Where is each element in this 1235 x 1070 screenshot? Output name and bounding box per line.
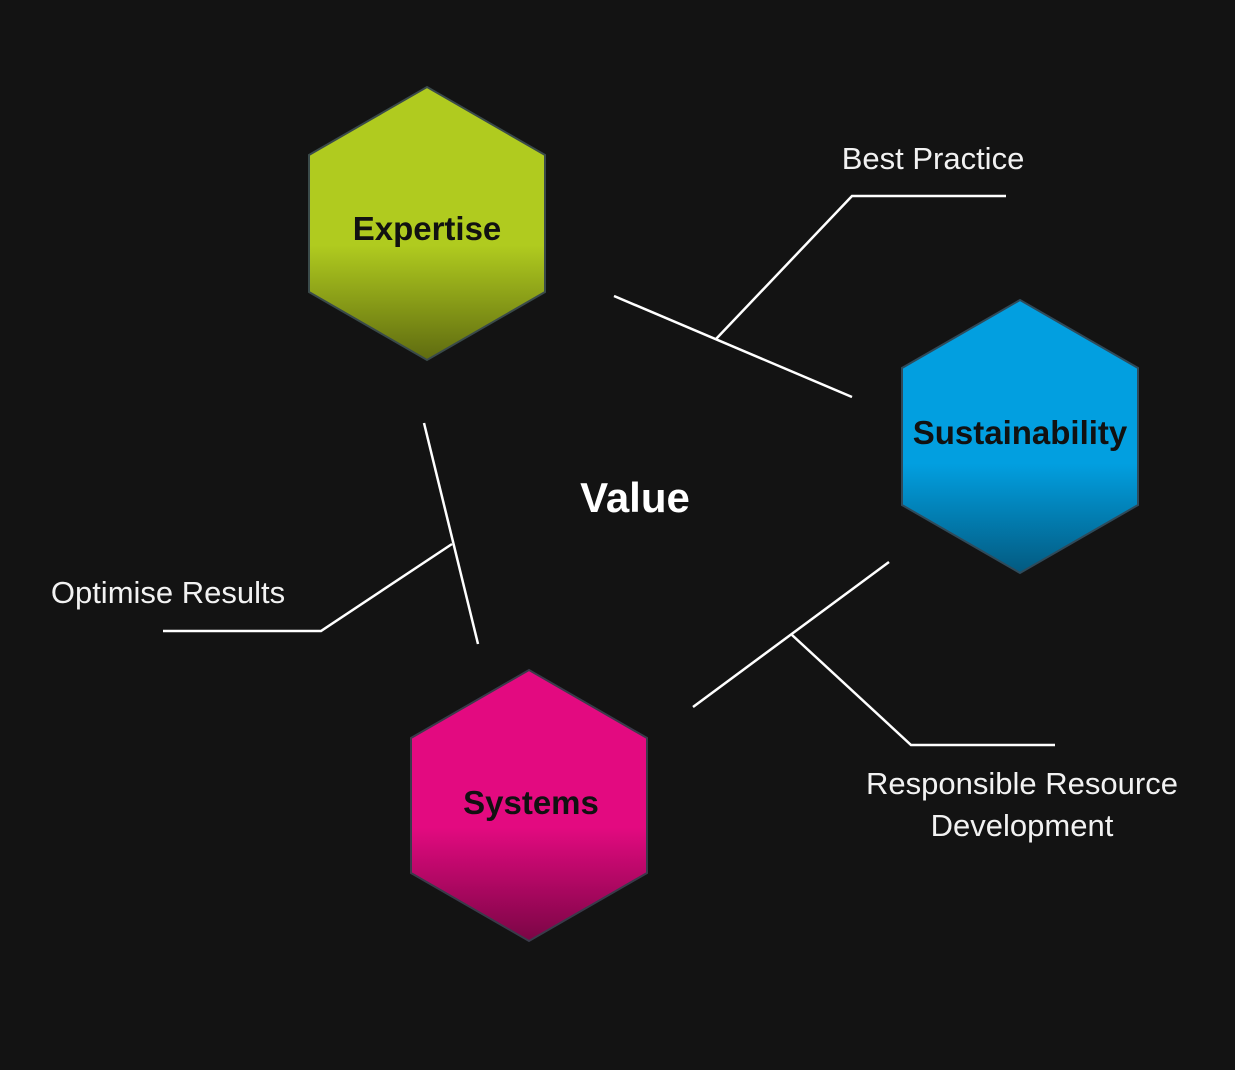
hex-node-systems: Systems: [410, 668, 648, 943]
leader-line-best-practice: [715, 194, 1006, 340]
hexagon-shape-systems: [410, 668, 648, 943]
hex-label-sustainability: Sustainability: [913, 414, 1128, 451]
connector-best-practice: Best Practice: [613, 141, 1025, 399]
connector-line-expertise-systems: [422, 422, 480, 645]
hex-label-systems: Systems: [463, 784, 599, 821]
connector-responsible-resource-development: Responsible Resource Development: [692, 560, 1178, 843]
hex-node-sustainability: Sustainability: [901, 298, 1139, 575]
hexagon-shape-expertise: [308, 85, 546, 362]
callout-label-responsible-resource-development-line-1: Responsible Resource: [866, 766, 1178, 801]
hex-label-expertise: Expertise: [353, 210, 502, 247]
hex-node-expertise: Expertise: [308, 85, 546, 362]
connector-line-sustainability-systems: [692, 560, 890, 709]
callout-label-best-practice: Best Practice: [842, 141, 1025, 176]
callout-label-responsible-resource-development-line-2: Development: [931, 808, 1114, 843]
hexagon-shape-sustainability: [901, 298, 1139, 575]
connector-line-expertise-sustainability: [613, 294, 853, 399]
leader-line-responsible-resource-development: [791, 634, 1055, 747]
leader-line-optimise-results: [163, 542, 453, 633]
callout-label-optimise-results: Optimise Results: [51, 575, 285, 610]
center-label-value: Value: [580, 474, 690, 521]
connector-optimise-results: Optimise Results: [51, 422, 480, 645]
